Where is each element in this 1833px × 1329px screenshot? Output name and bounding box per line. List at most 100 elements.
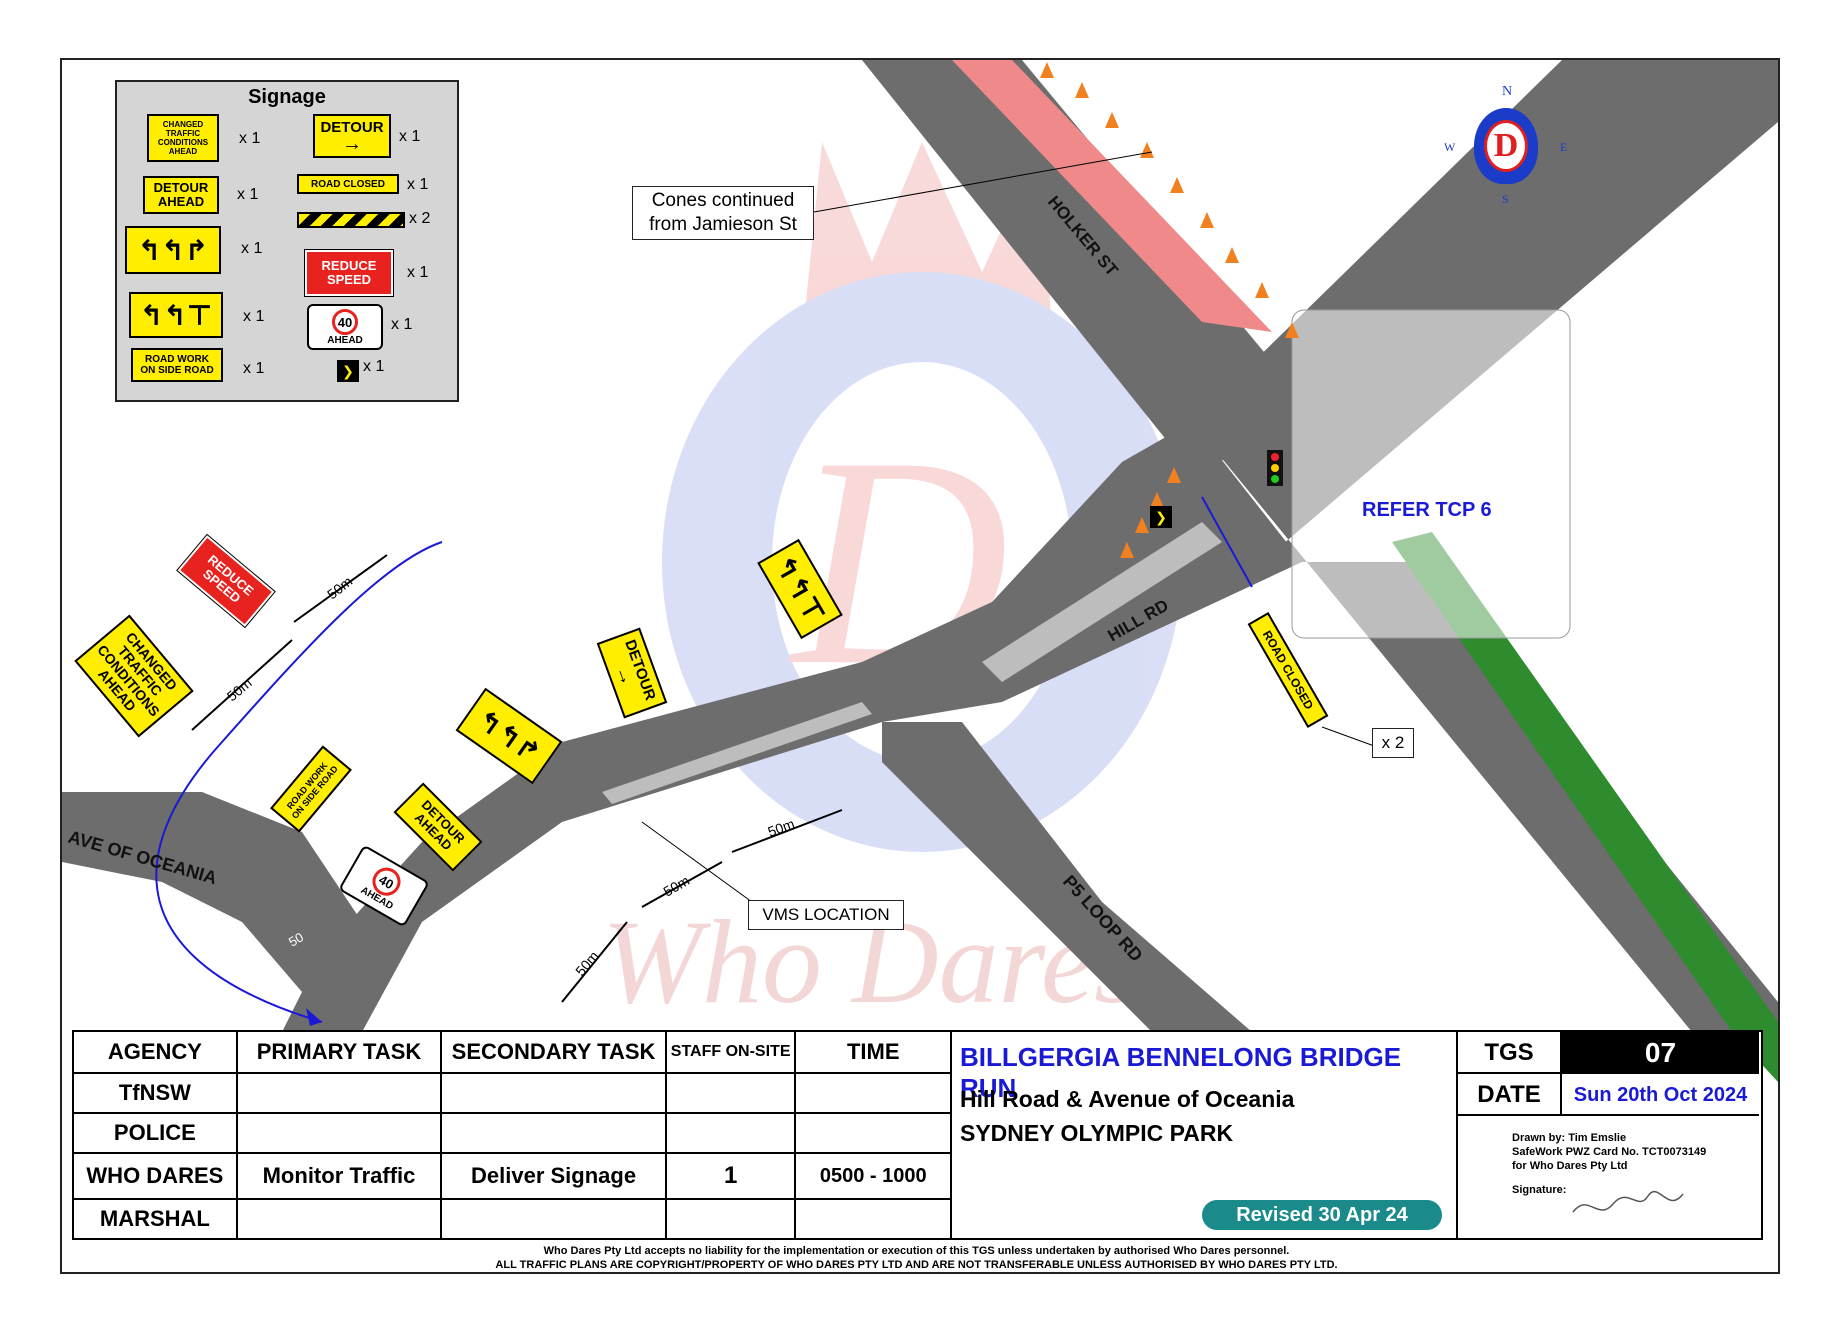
agency-cell: WHO DARES [72,1152,238,1200]
time-cell: 0500 - 1000 [794,1152,952,1200]
primary-cell [235,1112,443,1154]
table-row: MARSHAL [72,1198,952,1240]
signature-image [1572,1190,1684,1213]
secondary-cell: Deliver Signage [440,1152,667,1200]
qty: x 1 [399,128,421,145]
qty: x 1 [407,176,429,193]
qty: x 1 [241,240,263,257]
table-row: WHO DARES Monitor Traffic Deliver Signag… [72,1152,952,1200]
tgs-block: TGS 07 DATE Sun 20th Oct 2024 Drawn by: … [1456,1030,1763,1240]
dim-label: 50m [766,815,797,839]
p5-loop-road [882,722,1252,1032]
disclaimer-line1: Who Dares Pty Ltd accepts no liability f… [543,1245,1290,1257]
for-company: for Who Dares Pty Ltd [1512,1160,1628,1172]
map-chevron-icon: ❯ [1150,506,1172,528]
tgs-number: 07 [1562,1032,1759,1074]
signature-label: Signature: [1512,1184,1567,1196]
qty: x 1 [391,316,413,333]
detour-arrowhead [306,1008,322,1026]
qty: x 1 [407,264,429,281]
title-block: BILLGERGIA BENNELONG BRIDGE RUN Hill Roa… [952,1030,1458,1240]
agency-cell: POLICE [72,1112,238,1154]
compass-w: W [1444,140,1456,154]
time-cell [794,1198,952,1240]
green-median [1392,532,1778,1082]
cones-callout: Cones continued from Jamieson St [632,186,814,240]
tgs-label: TGS [1458,1032,1562,1074]
holker-cycle-lane [952,60,1272,332]
agency-cell: MARSHAL [72,1198,238,1240]
primary-cell: Monitor Traffic [235,1152,443,1200]
primary-cell [235,1198,443,1240]
qty: x 2 [409,210,431,227]
qty: x 1 [239,130,261,147]
holker-street [862,60,1322,472]
pointer-line [1201,496,1253,588]
sign-road-closed: ROAD CLOSED [297,174,399,194]
ave-of-oceania [62,792,362,1032]
staff-cell: 1 [664,1152,797,1200]
vms-leader [641,821,753,903]
sign-turn-arrows-ls: ↰↰⊤ [129,292,223,338]
qty: x 1 [237,186,259,203]
plan-frame: D Who Dares REFER TCP 6 [60,58,1780,1274]
refer-tcp-label: REFER TCP 6 [1362,499,1492,521]
date-label: DATE [1458,1074,1562,1116]
sign-40-ahead: 40 AHEAD [307,304,383,350]
drawn-by: Drawn by: Tim Emslie [1512,1132,1627,1144]
dim-label: 50m [572,948,602,979]
header-secondary: SECONDARY TASK [440,1030,667,1074]
cones-callout-line2: from Jamieson St [649,214,797,235]
sign-detour: DETOUR→ [313,114,391,158]
staff-cell [664,1112,797,1154]
info-block: AGENCY PRIMARY TASK SECONDARY TASK STAFF… [72,1030,1763,1240]
hill-road-median [982,522,1222,682]
cones-callout-line1: Cones continued [651,190,795,211]
agency-cell: TfNSW [72,1072,238,1114]
primary-cell [235,1072,443,1114]
qty: x 1 [243,360,265,377]
barrier-icon [297,212,405,228]
cones [1040,62,1299,558]
event-title: BILLGERGIA BENNELONG BRIDGE RUN [960,1042,1402,1103]
header-agency: AGENCY [72,1030,238,1074]
title-line3: SYDNEY OLYMPIC PARK [960,1120,1234,1146]
compass-s: S [1502,192,1509,206]
staff-cell [664,1198,797,1240]
cones-leader [813,151,1153,213]
qty: x 1 [243,308,265,325]
vms-callout: VMS LOCATION [748,900,904,930]
header-staff: STAFF ON-SITE [664,1030,797,1074]
secondary-cell [440,1198,667,1240]
speed-marking: 50 [286,929,306,949]
header-primary: PRIMARY TASK [235,1030,443,1074]
compass-e: E [1560,140,1568,154]
sign-turn-arrows-lr: ↰↰↱ [125,226,221,274]
disclaimer-line2: ALL TRAFFIC PLANS ARE COPYRIGHT/PROPERTY… [495,1259,1338,1271]
staff-cell [664,1072,797,1114]
revised-badge: Revised 30 Apr 24 [1202,1200,1442,1230]
map-canvas: D Who Dares REFER TCP 6 [62,60,1778,1082]
task-table: AGENCY PRIMARY TASK SECONDARY TASK STAFF… [72,1030,952,1240]
x2-leader [1321,726,1378,748]
x2-callout: x 2 [1372,728,1414,758]
compass-logo: D N S W E [1444,84,1568,206]
secondary-cell [440,1072,667,1114]
safework-card: SafeWork PWZ Card No. TCT0073149 [1512,1146,1707,1158]
time-cell [794,1072,952,1114]
dimension-lines [191,554,843,1003]
time-cell [794,1112,952,1154]
header-time: TIME [794,1030,952,1074]
title-line2: Hill Road & Avenue of Oceania [960,1086,1295,1112]
detour-path [155,541,443,1023]
compass-n: N [1502,84,1513,99]
qty: x 1 [363,358,385,375]
secondary-cell [440,1112,667,1154]
table-row: TfNSW [72,1072,952,1114]
traffic-light-icon [1267,450,1283,486]
